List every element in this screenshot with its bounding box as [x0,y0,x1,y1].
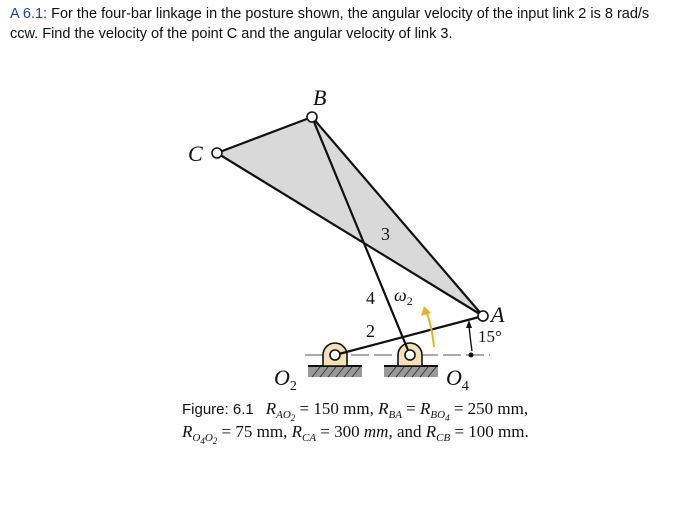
rocker-link-4 [310,116,412,356]
label-B: B [313,85,326,110]
label-link-3: 3 [381,224,390,244]
angle-arc-icon [468,324,473,352]
label-A: A [489,302,505,327]
joint-A [477,310,489,322]
ground-O2 [308,365,362,378]
joint-C [211,147,223,159]
angle-arrowhead-icon [466,320,472,328]
ground-O4 [384,365,438,378]
joint-B [306,111,318,123]
label-angle: 15° [478,327,502,346]
label-omega2: ω2 [394,285,413,308]
label-O4: O4 [446,365,469,394]
problem-number: A 6.1: [10,6,48,22]
figure-label: Figure: 6.1 [182,401,254,418]
label-link-4: 4 [366,288,375,308]
joint-O2 [329,349,341,361]
reference-dot [468,352,474,358]
joint-O4 [404,349,416,361]
coupler-link-3 [215,115,485,318]
label-C: C [188,141,203,166]
input-link-2 [334,314,484,357]
label-O2: O2 [274,365,297,394]
problem-text: For the four-bar linkage in the posture … [10,6,650,42]
problem-statement: A 6.1: For the four-bar linkage in the p… [10,4,675,44]
omega-arrowhead-icon [421,306,431,316]
label-link-2: 2 [366,321,375,341]
